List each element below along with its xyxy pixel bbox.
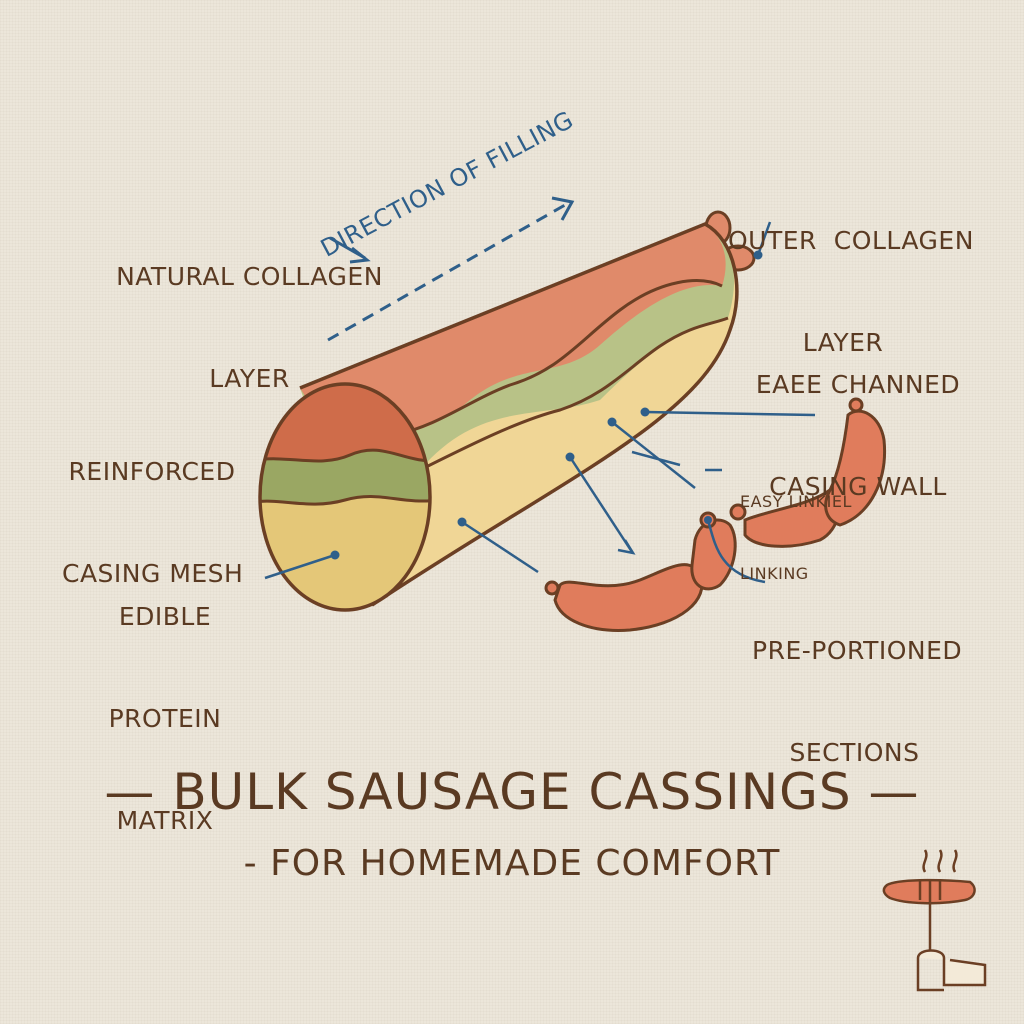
leader-sections-b	[461, 520, 539, 574]
label-line: LAYER	[802, 328, 884, 357]
leader-channeled-wall	[644, 410, 816, 417]
label-line: CASING WALL	[769, 472, 947, 501]
outer-layer-body	[300, 224, 726, 435]
label-line: EAEE CHANNED	[755, 370, 961, 399]
leader-linking-b	[631, 450, 681, 467]
main-title: — BULK SAUSAGE CASSINGS —	[104, 763, 920, 821]
easy-linking-label: EASY LINKIEL LINKING	[740, 442, 880, 610]
label-line: PRE-PORTIONED	[752, 636, 963, 665]
label-line: EDIBLE	[118, 602, 212, 631]
label-line: SECTIONS	[789, 738, 920, 767]
label-line: EASY LINKIEL	[740, 492, 852, 511]
link-knot-3	[729, 503, 747, 521]
middle-inner-wave	[419, 316, 729, 472]
direction-arrow	[327, 203, 566, 342]
leader-edible-matrix	[264, 553, 336, 580]
direction-arrowhead	[551, 196, 575, 221]
edible-matrix-label: EDIBLE PROTEIN MATRIX	[95, 532, 235, 872]
label-line: OUTER COLLAGEN	[728, 226, 974, 255]
label-line: CASING MESH	[62, 559, 244, 588]
label-line: PROTEIN	[108, 704, 222, 733]
leader-sections-head	[617, 539, 636, 555]
label-line: LAYER	[209, 364, 290, 393]
link-knot-4	[848, 397, 864, 413]
link-knot-1	[544, 580, 560, 596]
label-line: LINKING	[740, 564, 809, 583]
sausage-link-4	[824, 409, 887, 527]
leader-sections-c	[706, 519, 766, 584]
sausage-links	[544, 397, 887, 632]
leader-outer-collagen	[756, 221, 772, 256]
sausage-link-1	[553, 563, 704, 632]
leader-linking-a	[611, 421, 696, 489]
label-line: MATRIX	[116, 806, 214, 835]
label-line: REINFORCED	[68, 457, 236, 486]
natural-collagen-label: NATURAL COLLAGEN LAYER	[112, 192, 387, 430]
leader-sections-a	[568, 456, 634, 553]
reinforced-mesh-label: REINFORCED CASING MESH	[62, 387, 244, 625]
sausage-fork-hand-icon	[882, 849, 987, 992]
channeled-wall-label: EAEE CHANNED CASING WALL	[748, 300, 968, 538]
subtitle: - FOR HOMEMADE COMFORT	[243, 843, 781, 884]
casing-outline	[299, 222, 739, 607]
leader-dots	[330, 250, 763, 560]
natural-collagen-pointer-head	[349, 246, 371, 264]
outer-collagen-label: OUTER COLLAGEN LAYER	[728, 156, 974, 394]
sausage-link-2	[690, 518, 737, 591]
label-line: NATURAL COLLAGEN	[116, 262, 383, 291]
outer-middle-wave	[394, 279, 723, 437]
leader-lines	[264, 221, 816, 584]
pre-portioned-label: PRE-PORTIONED SECTIONS	[752, 566, 963, 804]
